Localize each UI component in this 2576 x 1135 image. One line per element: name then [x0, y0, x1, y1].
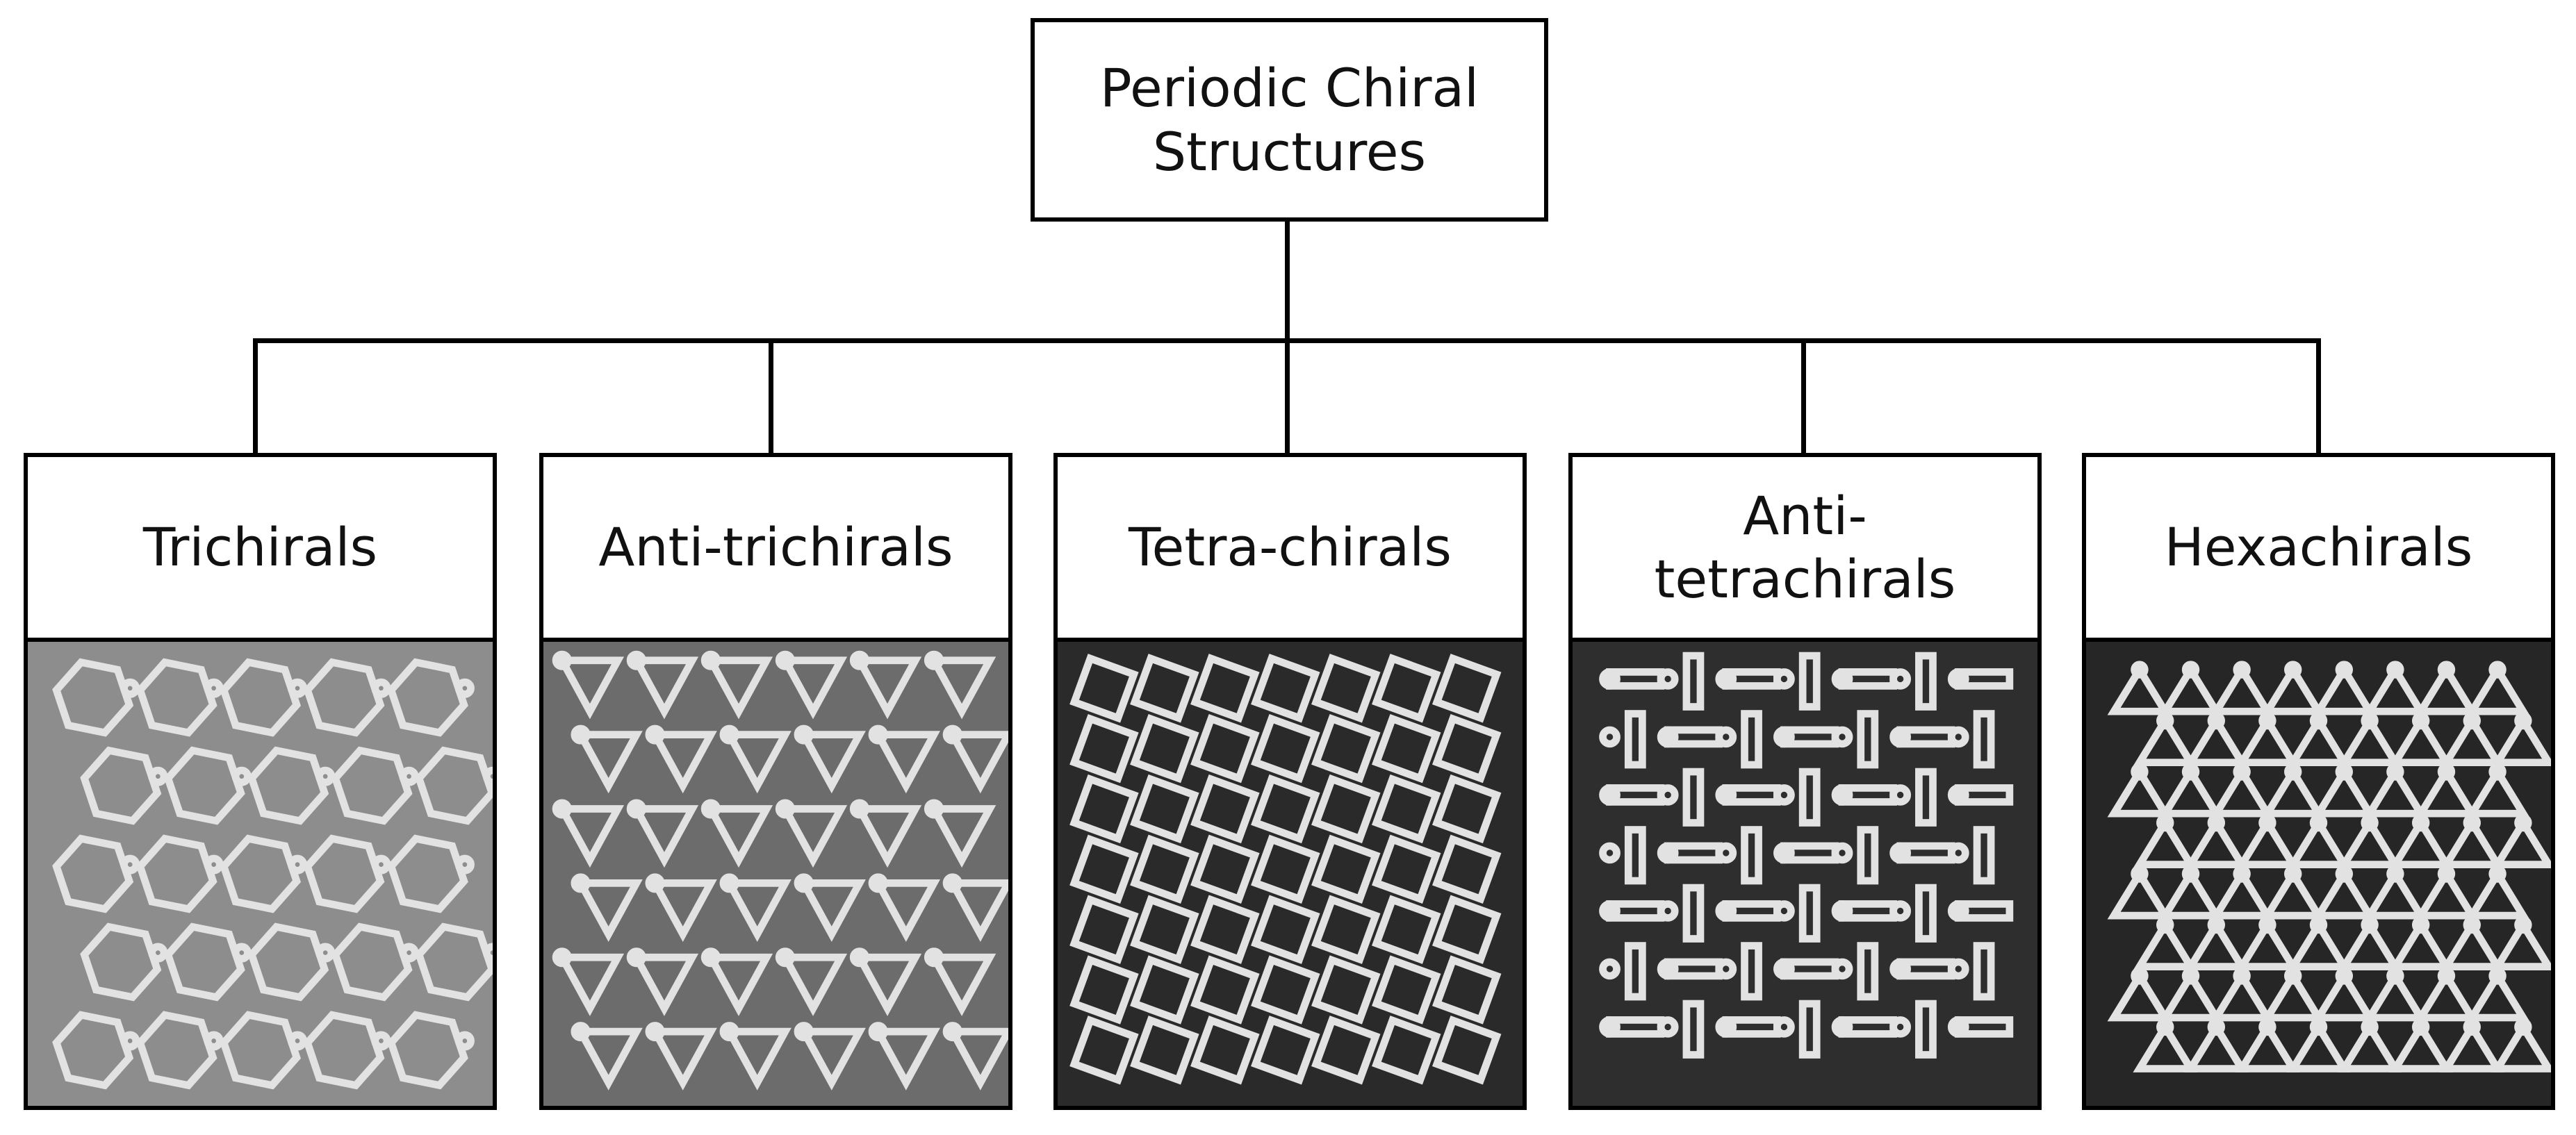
- anti-tetrachirals-lattice-image: [1573, 642, 2037, 1106]
- drop-line-anti-tetrachirals: [1801, 338, 1806, 455]
- category-node-trichirals: Trichirals: [24, 453, 497, 642]
- category-label-anti-trichirals: Anti-trichirals: [598, 516, 953, 579]
- root-node-label: Periodic Chiral Structures: [1099, 57, 1479, 183]
- category-node-anti-trichirals: Anti-trichirals: [539, 453, 1012, 642]
- tetra-chirals-lattice-image: [1058, 642, 1523, 1106]
- photo-trichirals: [24, 638, 497, 1110]
- photo-anti-tetrachirals: [1568, 638, 2042, 1110]
- photo-hexachirals: [2082, 638, 2555, 1110]
- photo-anti-trichirals: [539, 638, 1012, 1110]
- hexachirals-lattice-image: [2086, 642, 2551, 1106]
- trichirals-lattice-image: [28, 642, 493, 1106]
- photo-tetra-chirals: [1053, 638, 1527, 1110]
- anti-trichirals-lattice-image: [543, 642, 1008, 1106]
- root-connector: [1285, 219, 1290, 342]
- category-label-trichirals: Trichirals: [142, 516, 378, 579]
- drop-line-tetra-chirals: [1285, 338, 1290, 455]
- category-label-hexachirals: Hexachirals: [2164, 516, 2473, 579]
- category-label-tetra-chirals: Tetra-chirals: [1129, 516, 1452, 579]
- drop-line-trichirals: [253, 338, 258, 455]
- category-node-tetra-chirals: Tetra-chirals: [1053, 453, 1527, 642]
- drop-line-anti-trichirals: [769, 338, 773, 455]
- category-node-hexachirals: Hexachirals: [2082, 453, 2555, 642]
- root-node: Periodic Chiral Structures: [1031, 18, 1548, 222]
- drop-line-hexachirals: [2316, 338, 2321, 455]
- category-label-anti-tetrachirals: Anti- tetrachirals: [1654, 484, 1956, 610]
- category-node-anti-tetrachirals: Anti- tetrachirals: [1568, 453, 2042, 642]
